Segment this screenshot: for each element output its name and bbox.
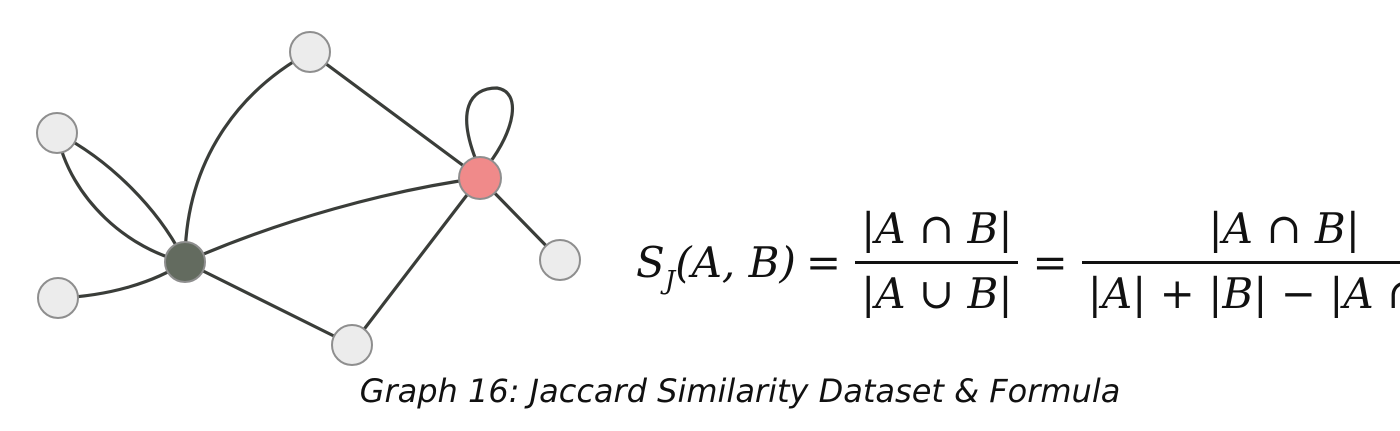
formula-lhs-subscript: J	[664, 265, 676, 296]
equals-sign-1: =	[805, 237, 842, 287]
edge-leftupper-hub-b	[55, 131, 187, 264]
fraction-1-denominator: |A ∪ B|	[861, 268, 1013, 318]
fraction-intersection-over-union: |A ∩ B| |A ∪ B|	[855, 199, 1019, 326]
edge-top-highlight	[308, 50, 482, 180]
edge-hub-bottom	[183, 260, 354, 347]
fraction-1-numerator: |A ∩ B|	[861, 203, 1013, 253]
edge-hub-highlight	[183, 176, 482, 264]
edge-hub-top	[183, 50, 312, 264]
node-bottom	[331, 324, 373, 366]
fraction-1-bar	[855, 260, 1019, 264]
jaccard-formula: SJ(A, B) = |A ∩ B| |A ∪ B| = |A ∩ B| |A|…	[636, 192, 1400, 332]
node-left-lower	[37, 277, 79, 319]
fraction-expanded: |A ∩ B| |A| + |B| − |A ∩ B|	[1081, 199, 1400, 326]
fraction-2-denominator: |A| + |B| − |A ∩ B|	[1087, 268, 1400, 318]
network-graph	[36, 31, 581, 366]
equals-sign-2: =	[1032, 237, 1068, 287]
node-highlight	[458, 156, 502, 200]
fraction-2-bar	[1081, 260, 1400, 264]
self-loop-edge	[465, 86, 514, 167]
node-right	[539, 239, 581, 281]
formula-lhs: SJ(A, B)	[636, 237, 796, 296]
edge-leftupper-hub-a	[55, 131, 187, 264]
formula-lhs-args: (A, B)	[675, 237, 796, 287]
fraction-2-numerator: |A ∩ B|	[1208, 203, 1360, 253]
figure-caption: Graph 16: Jaccard Similarity Dataset & F…	[359, 372, 1121, 410]
node-top	[289, 31, 331, 73]
node-hub	[164, 241, 206, 283]
edge-bottom-highlight	[350, 176, 482, 347]
node-left-upper	[36, 112, 78, 154]
